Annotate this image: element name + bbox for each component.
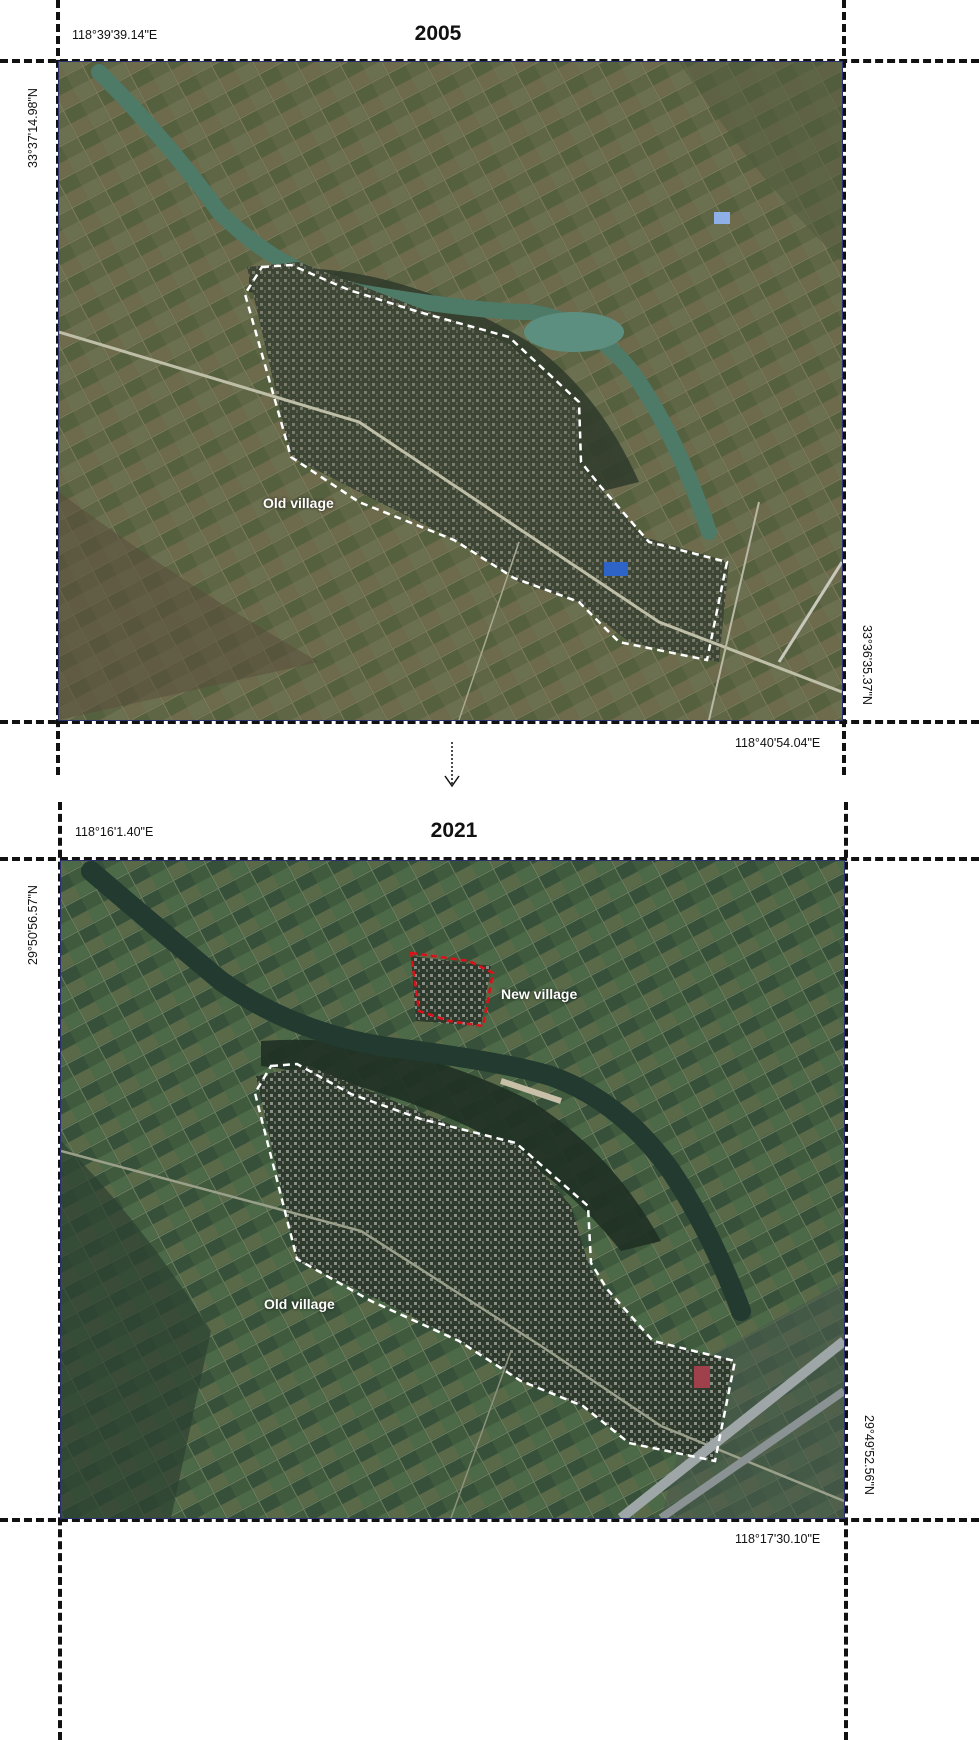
panel-2005: 118°39'39.14"E 2005 33°37'14.98"N xyxy=(0,0,979,780)
bottom-frame-line xyxy=(0,720,979,724)
old-village-label: Old village xyxy=(263,495,334,511)
satellite-map-2021: New village Old village xyxy=(60,860,845,1519)
year-title: 2005 xyxy=(414,22,462,45)
year-title: 2021 xyxy=(430,819,478,842)
right-frame-line xyxy=(842,0,846,775)
top-frame-line xyxy=(0,857,979,861)
top-longitude-label: 118°16'1.40"E xyxy=(75,825,154,839)
right-latitude-label: 29°49'52.56"N xyxy=(862,1415,876,1495)
left-latitude-label: 33°37'14.98"N xyxy=(26,88,40,168)
panel-2021: 118°16'1.40"E 2021 29°50'56.57"N xyxy=(0,790,979,1740)
dotted-down-arrow-icon xyxy=(444,742,460,788)
old-village-label: Old village xyxy=(264,1296,335,1312)
satellite-map-2005: Old village xyxy=(58,61,843,721)
right-frame-line xyxy=(844,802,848,1740)
bottom-frame-line xyxy=(0,1518,979,1522)
bottom-longitude-label: 118°17'30.10"E xyxy=(735,1532,821,1546)
new-village-label: New village xyxy=(501,986,578,1002)
left-latitude-label: 29°50'56.57"N xyxy=(26,885,40,965)
right-latitude-label: 33°36'35.37"N xyxy=(860,625,874,705)
top-longitude-label: 118°39'39.14"E xyxy=(72,28,158,42)
bottom-longitude-label: 118°40'54.04"E xyxy=(735,736,821,750)
